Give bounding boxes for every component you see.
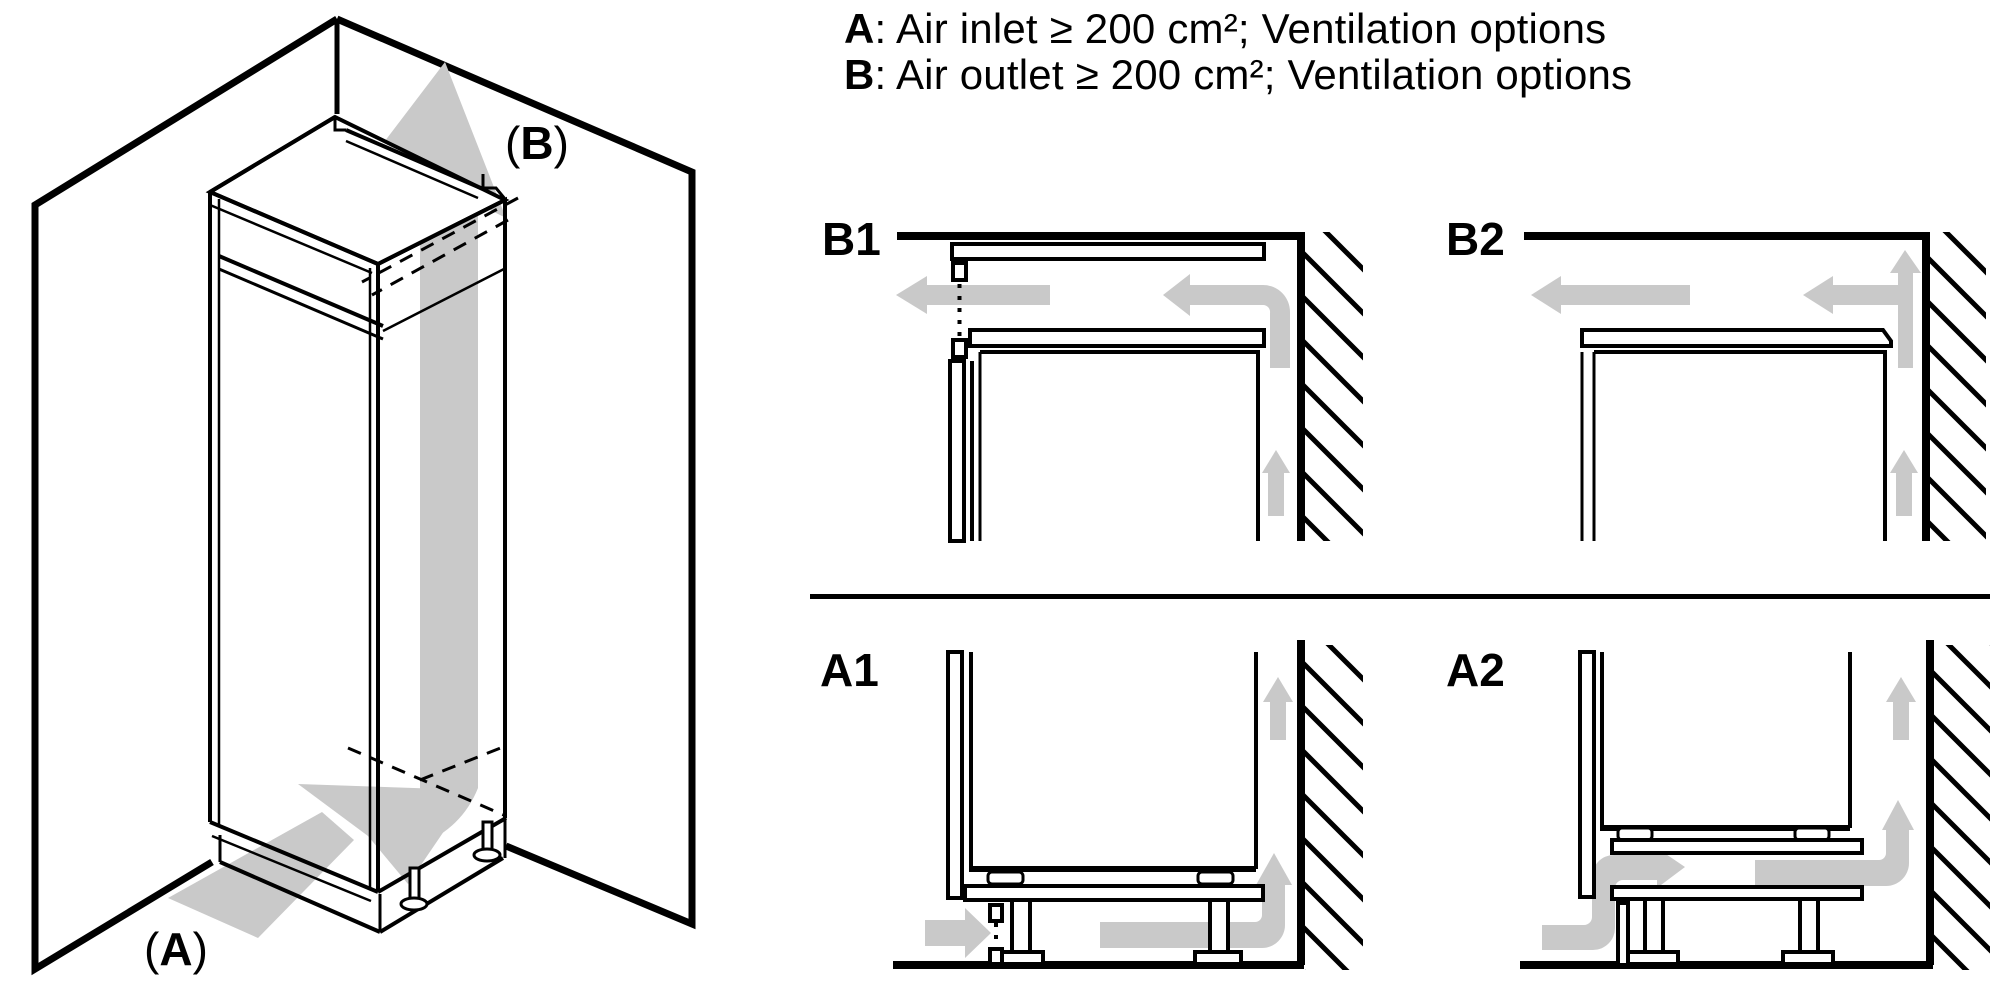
outlet-airflow-arrow-icon (372, 62, 506, 845)
b1-ceiling-and-wall (897, 232, 1363, 541)
wall-hatching (1930, 232, 1986, 541)
legend-text-b: : Air outlet ≥ 200 cm²; Ventilation opti… (874, 51, 1633, 98)
callout-b-letter: B (520, 117, 554, 169)
legend-line-air-outlet: B: Air outlet ≥ 200 cm²; Ventilation opt… (844, 52, 1632, 98)
a2-airflow-arrows (1542, 677, 1916, 950)
a1-airflow-arrows (925, 677, 1293, 958)
legend-key-a: A (844, 5, 875, 52)
room-corner-walls (31, 15, 696, 976)
cabinet-carcass-outline (208, 115, 508, 934)
panel-label-b2: B2 (1446, 213, 1505, 265)
niche-overview-illustration (31, 15, 696, 976)
legend-text-a: : Air inlet ≥ 200 cm²; Ventilation optio… (874, 5, 1607, 52)
wall-hatching (1934, 645, 1990, 970)
callout-b-paren-open: ( (505, 117, 521, 169)
b1-furniture-and-appliance (948, 242, 1266, 543)
a2-wall-and-floor (1520, 640, 1990, 970)
a2-furniture-and-appliance (1578, 650, 1864, 967)
diagram-a1-bottom-inlet-with-vent (893, 640, 1363, 970)
inlet-airflow-arrow-icon (168, 784, 472, 938)
callout-a-paren-close: ) (192, 923, 208, 975)
diagram-b2-top-outlet-open (1524, 232, 1986, 541)
legend: A: Air inlet ≥ 200 cm²; Ventilation opti… (844, 6, 1632, 98)
b2-furniture-and-appliance (1580, 328, 1893, 541)
b2-airflow-arrows (1531, 250, 1921, 516)
diagram-a2-bottom-inlet-under-door (1520, 640, 1990, 970)
b2-ceiling-and-wall (1524, 232, 1986, 541)
panel-label-b1: B1 (822, 213, 881, 265)
panel-label-a2: A2 (1446, 644, 1505, 696)
callout-a-paren-open: ( (144, 923, 160, 975)
legend-line-air-inlet: A: Air inlet ≥ 200 cm²; Ventilation opti… (844, 6, 1632, 52)
hidden-vent-dashed-lines (347, 196, 519, 818)
wall-hatching (1305, 232, 1363, 541)
callout-outlet-b: (B) (505, 120, 569, 166)
callout-a-letter: A (159, 923, 193, 975)
callout-b-paren-close: ) (553, 117, 569, 169)
callout-inlet-a: (A) (144, 926, 208, 972)
adjustable-feet (399, 820, 502, 912)
legend-key-b: B (844, 51, 875, 98)
a1-furniture-and-appliance (946, 650, 1265, 966)
panel-label-a1: A1 (820, 644, 879, 696)
diagram-b1-top-outlet-with-trim (896, 232, 1363, 543)
row-divider-line (810, 594, 1990, 599)
wall-hatching (1305, 645, 1363, 970)
